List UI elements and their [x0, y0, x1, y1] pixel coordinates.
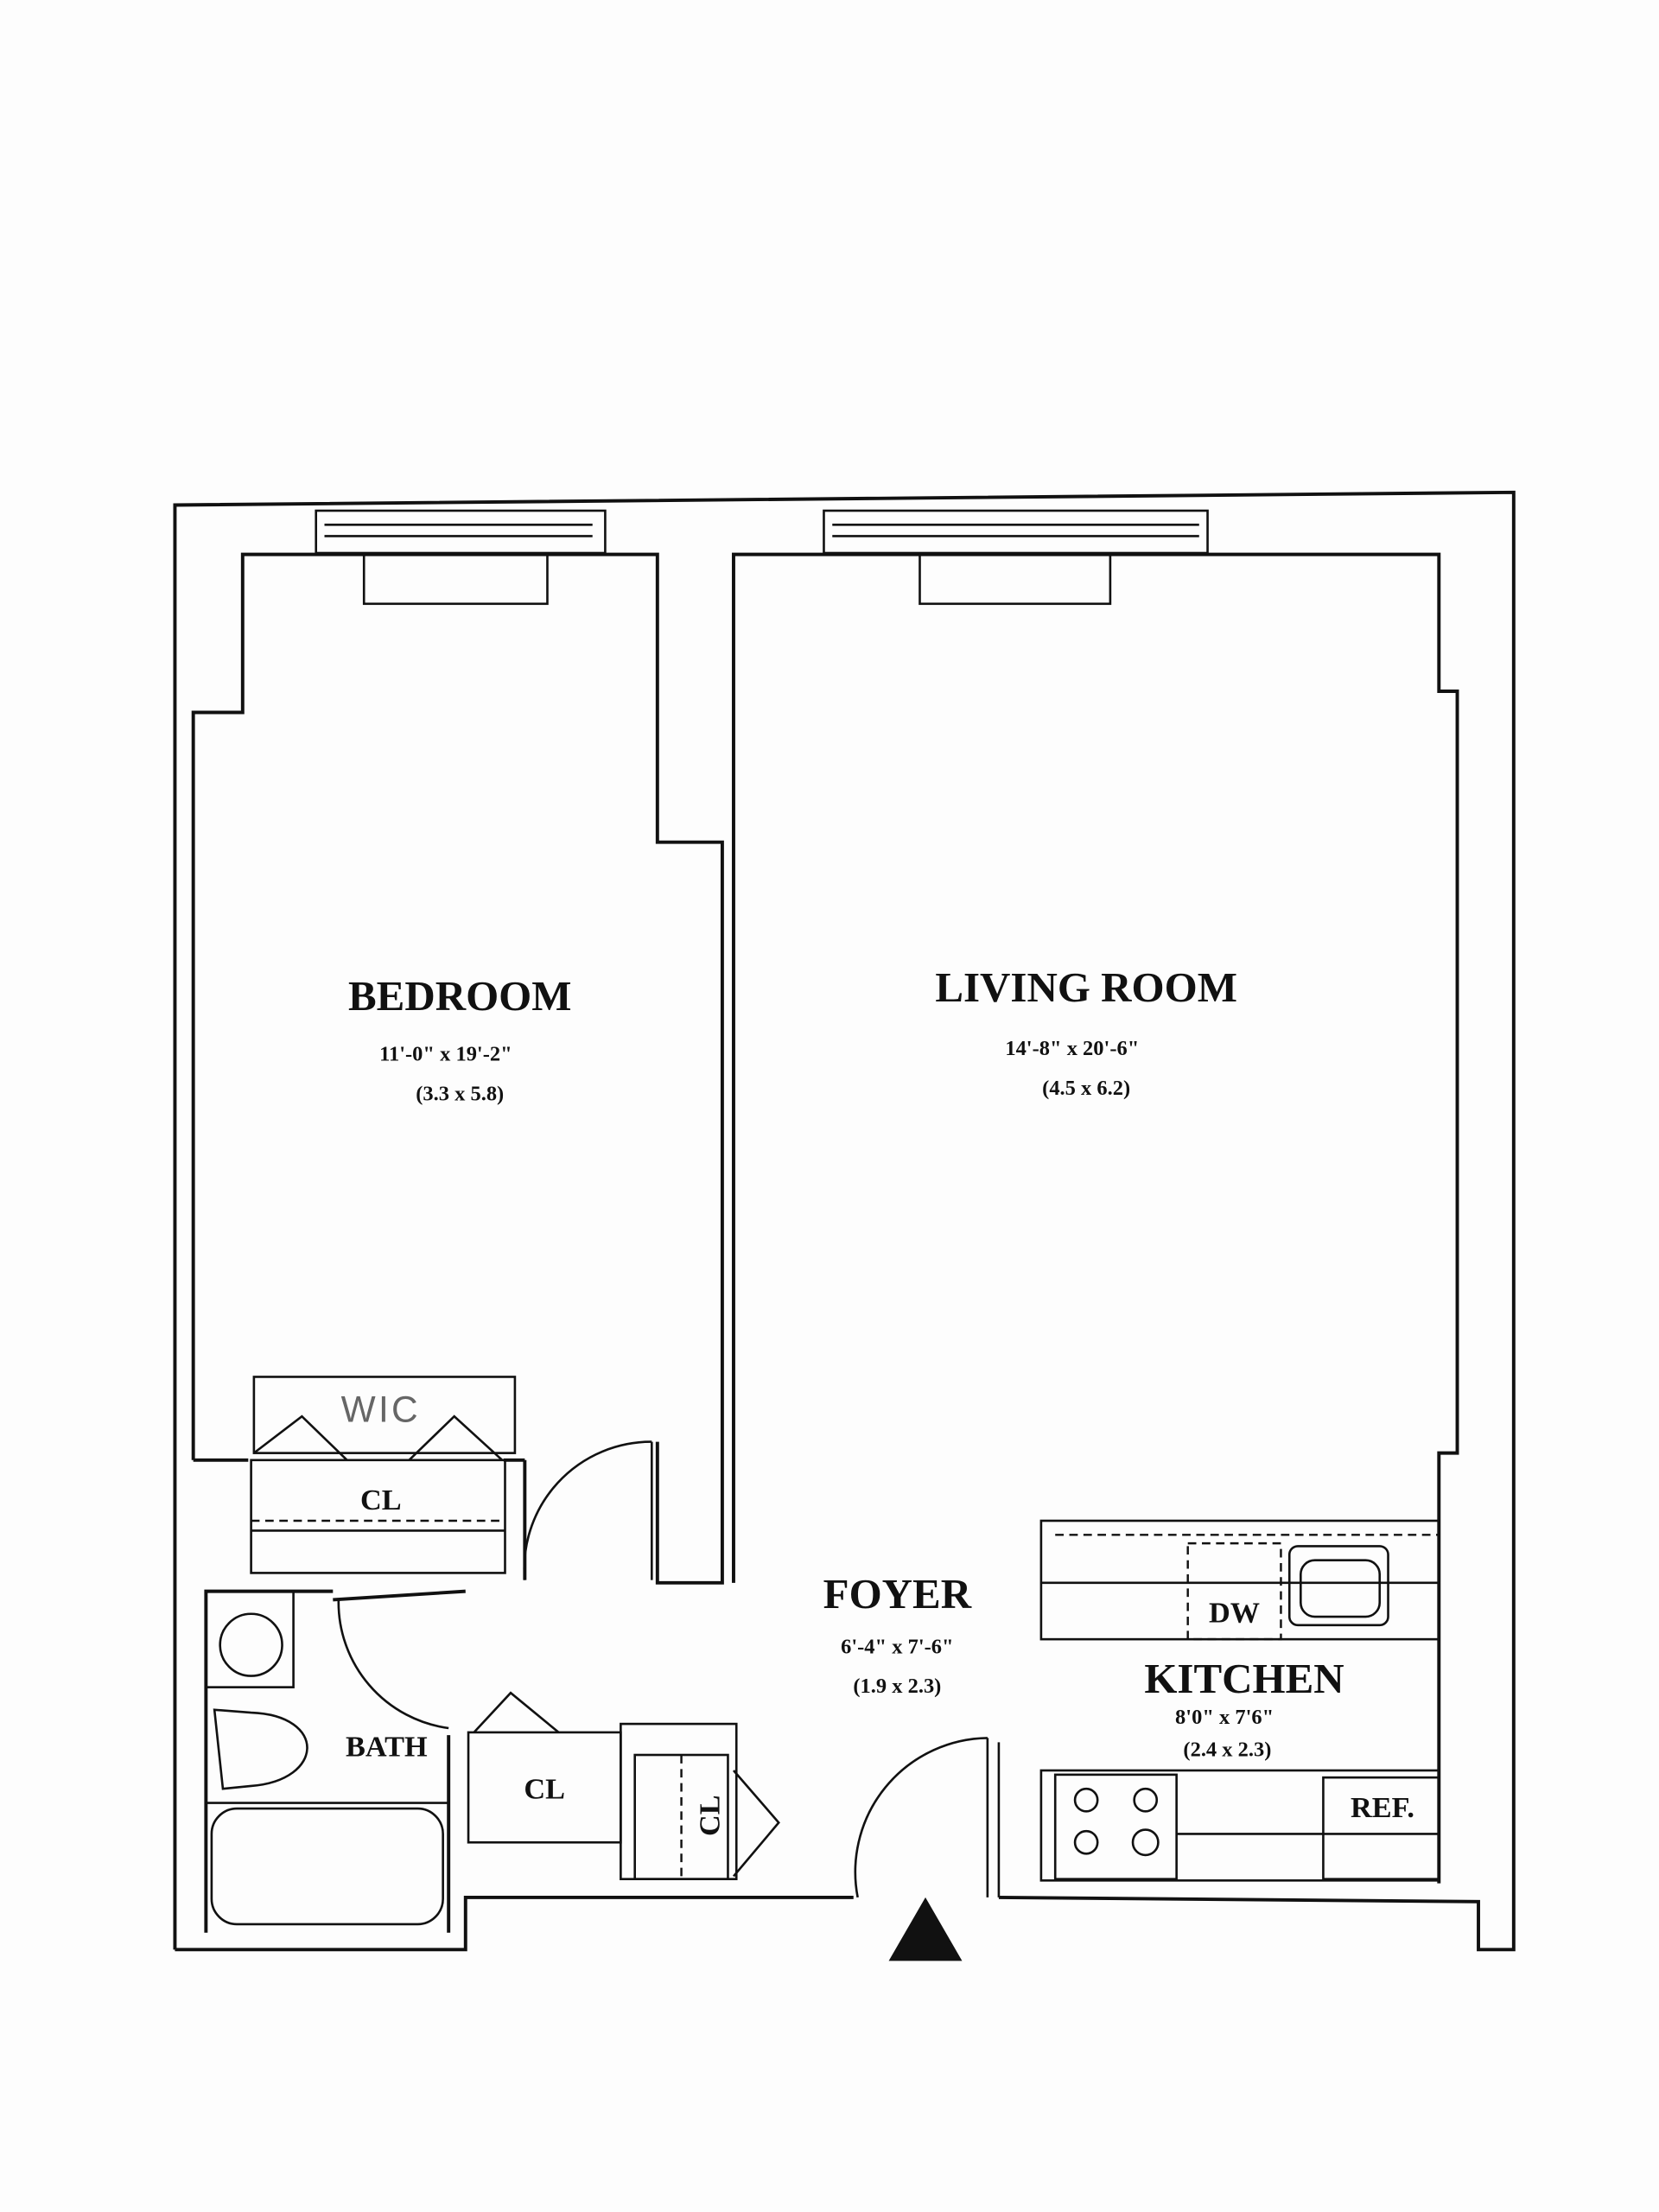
entrance-arrow-icon	[888, 1897, 963, 1961]
bedroom-door[interactable]	[523, 1440, 653, 1580]
living-room-walls	[732, 552, 1459, 1884]
foyer-dim-metric: (1.9 x 2.3)	[853, 1675, 941, 1698]
dishwasher	[1186, 1541, 1282, 1641]
bathtub-icon	[210, 1807, 444, 1926]
sink-icon	[1287, 1545, 1389, 1627]
bedroom-closet	[250, 1376, 517, 1574]
bath-label: BATH	[346, 1731, 428, 1764]
bedroom-walls	[191, 552, 724, 1585]
bedroom-dim-metric: (3.3 x 5.8)	[416, 1082, 504, 1105]
bedroom-dim-imperial: 11'-0" x 19'-2"	[379, 1043, 512, 1066]
refrigerator	[1322, 1776, 1440, 1880]
foyer-label-group: FOYER 6'-4" x 7'-6" (1.9 x 2.3)	[823, 1570, 972, 1698]
living-room-label-group: LIVING ROOM 14'-8" x 20'-6" (4.5 x 6.2)	[935, 963, 1237, 1100]
wic-note: WIC	[341, 1389, 421, 1430]
bathroom	[204, 1589, 466, 1933]
foyer-closet-label: CL	[694, 1795, 727, 1836]
hall-closet	[467, 1691, 780, 1881]
kitchen-dim-imperial: 8'0" x 7'6"	[1175, 1706, 1274, 1729]
kitchen-dim-metric: (2.4 x 2.3)	[1183, 1738, 1271, 1762]
entry-door[interactable]	[854, 1737, 1001, 1898]
living-room-window	[823, 509, 1209, 606]
kitchen-label-group: KITCHEN 8'0" x 7'6" (2.4 x 2.3)	[1144, 1655, 1344, 1761]
foyer-name: FOYER	[823, 1570, 972, 1618]
kitchen-counters	[1039, 1519, 1440, 1882]
foyer-dim-imperial: 6'-4" x 7'-6"	[841, 1635, 953, 1658]
living-room-dim-metric: (4.5 x 6.2)	[1042, 1077, 1130, 1100]
living-room-name: LIVING ROOM	[935, 963, 1237, 1011]
bedroom-window	[315, 509, 607, 606]
bedroom-name: BEDROOM	[348, 972, 571, 1020]
living-room-dim-imperial: 14'-8" x 20'-6"	[1005, 1037, 1139, 1060]
bedroom-closet-label: CL	[360, 1484, 402, 1516]
stove-icon	[1053, 1773, 1178, 1880]
kitchen-name: KITCHEN	[1144, 1655, 1344, 1702]
dishwasher-label: DW	[1209, 1597, 1260, 1630]
hall-closet-label: CL	[524, 1773, 565, 1806]
toilet-icon	[213, 1708, 308, 1790]
exterior-walls	[173, 490, 1516, 1952]
refrigerator-label: REF.	[1351, 1791, 1414, 1824]
bedroom-label-group: BEDROOM 11'-0" x 19'-2" (3.3 x 5.8)	[348, 972, 571, 1105]
sink-icon	[219, 1612, 283, 1677]
